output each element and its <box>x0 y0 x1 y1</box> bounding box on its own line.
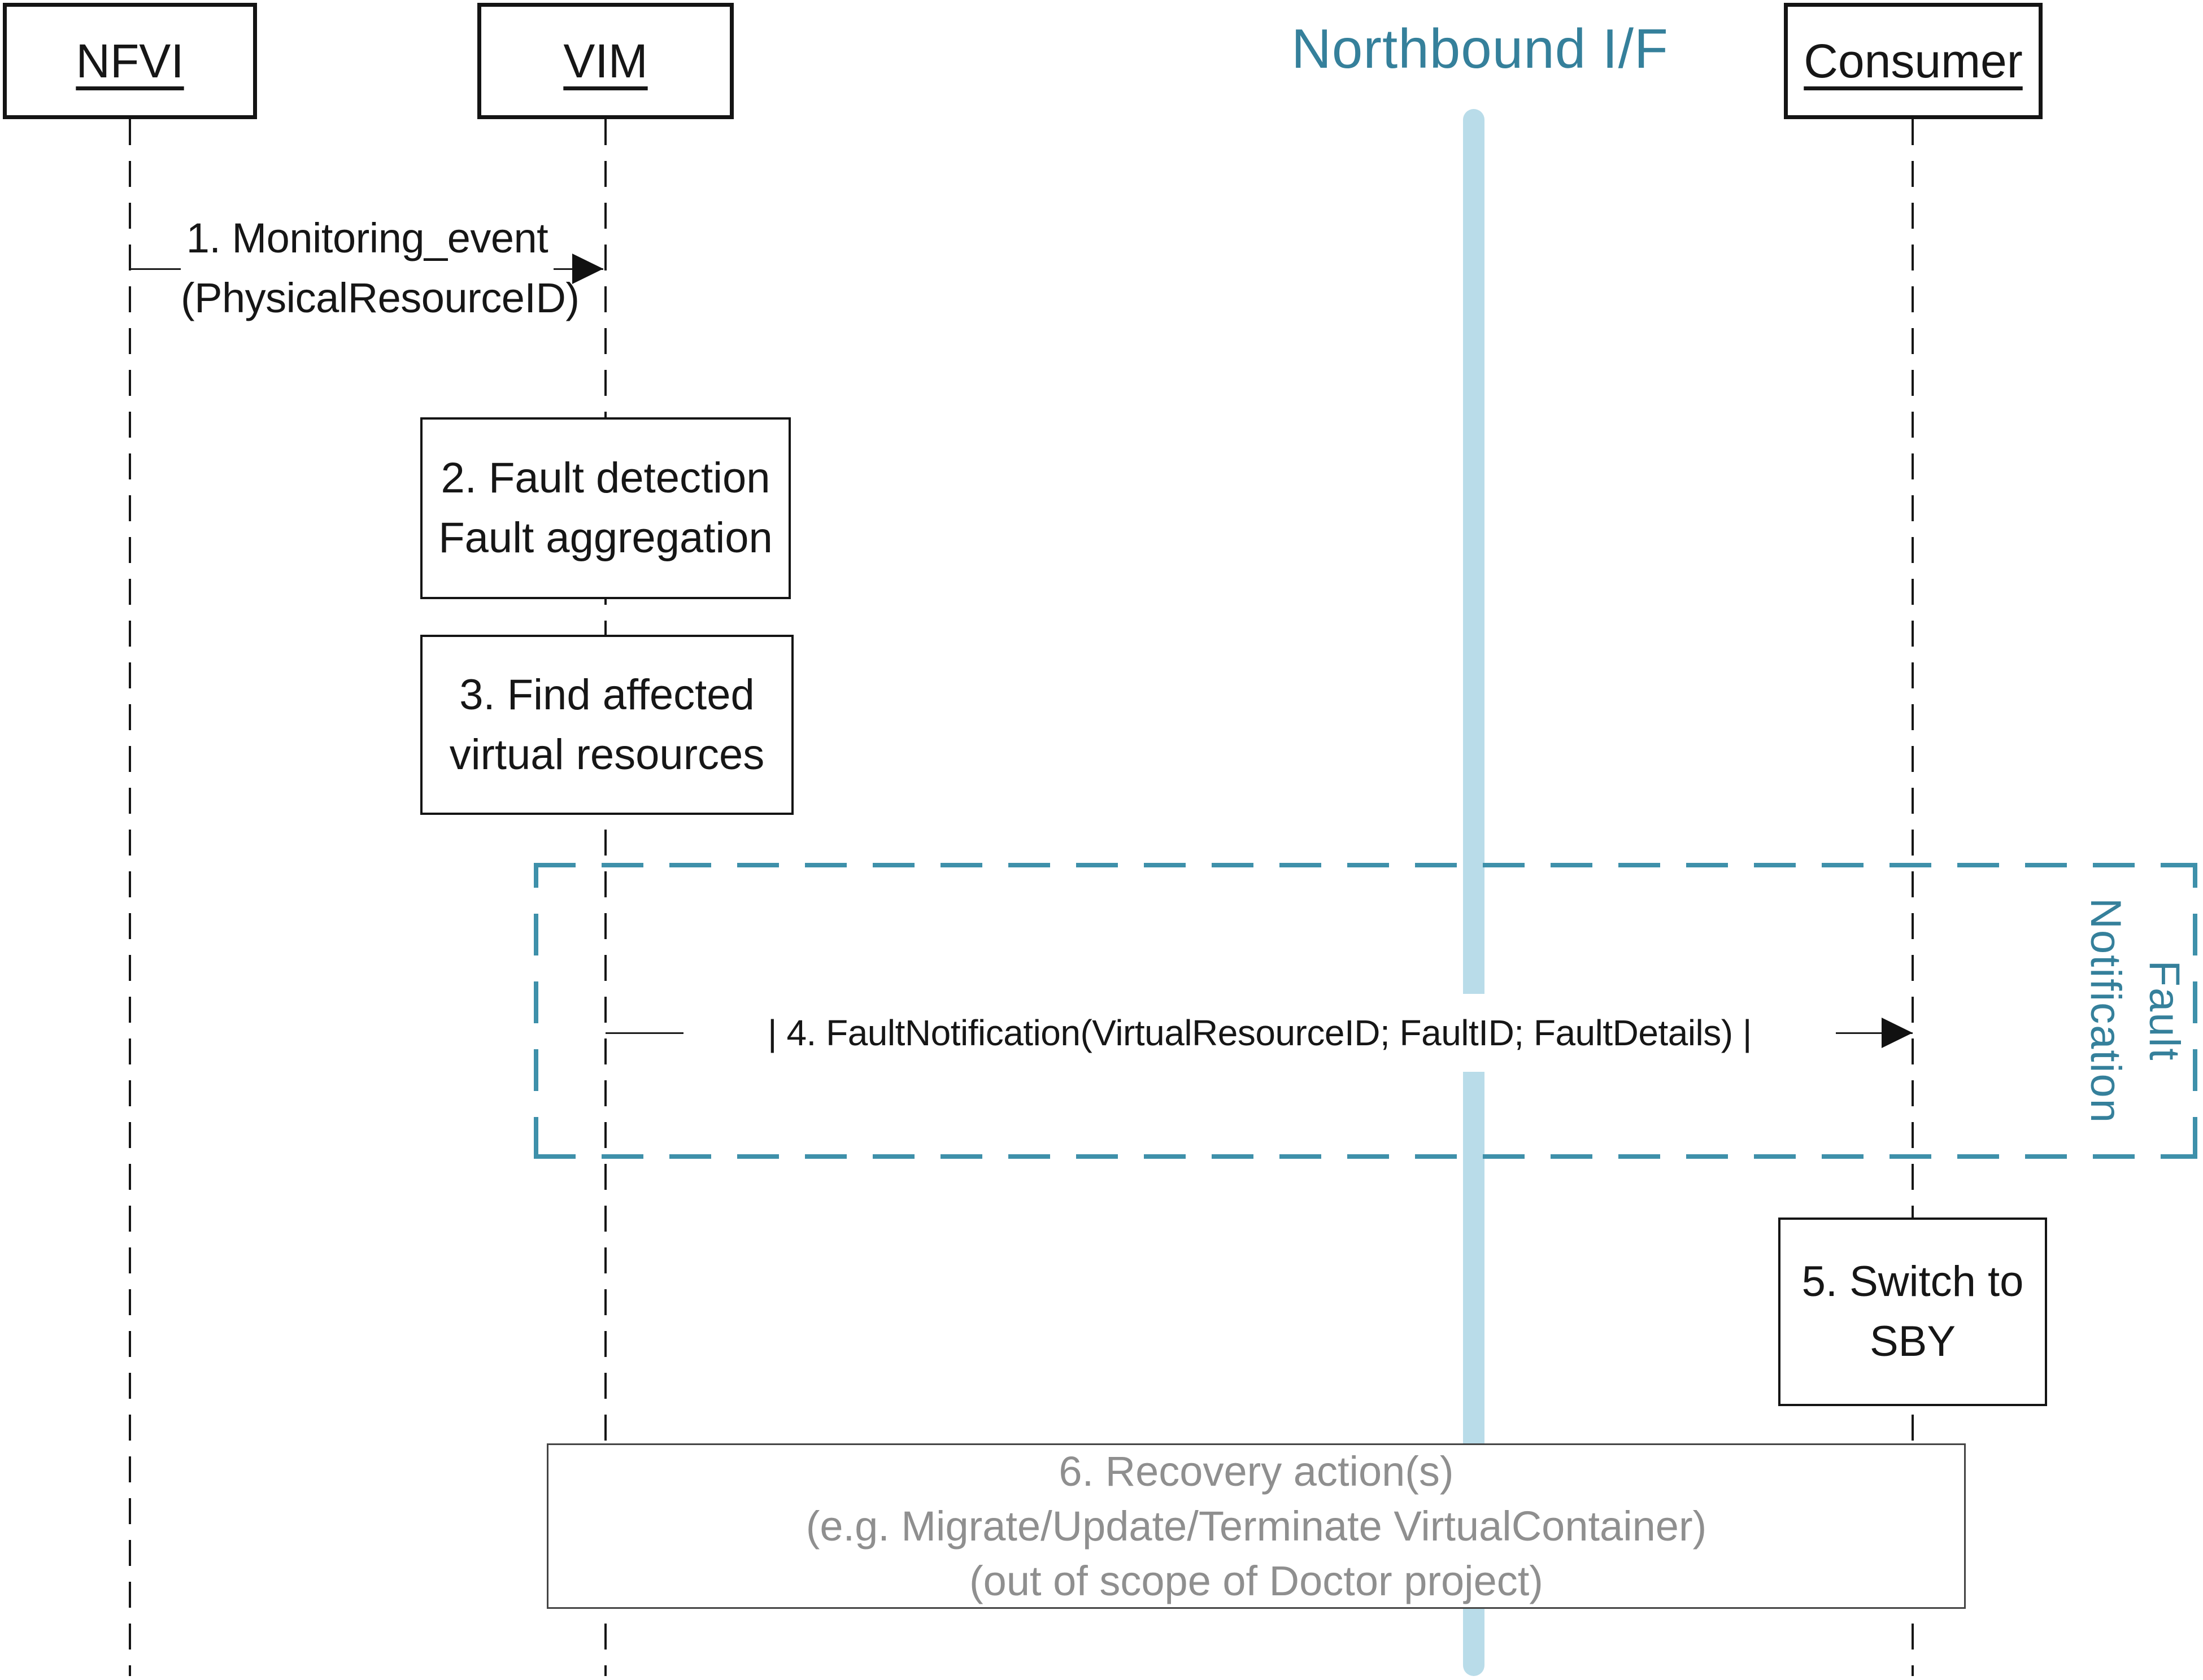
step-3-line1: 3. Find affected <box>459 670 755 719</box>
message-4-label: | 4. FaultNotification(VirtualResourceID… <box>683 994 1836 1072</box>
actor-vim-label: VIM <box>563 34 648 88</box>
step-3-line2: virtual resources <box>449 730 765 779</box>
northbound-title: Northbound I/F <box>1291 18 1669 80</box>
step-2-line1: 2. Fault detection <box>441 454 770 502</box>
actor-nfvi-label: NFVI <box>76 34 184 88</box>
nfvi-lifeline <box>129 119 131 1676</box>
step-6-line1: 6. Recovery action(s) <box>1059 1448 1454 1495</box>
frame-label: Fault Notification <box>2071 796 2193 1225</box>
consumer-lifeline <box>1912 119 1914 1676</box>
actor-nfvi: NFVI <box>3 3 257 119</box>
step-5-line1: 5. Switch to <box>1801 1258 2024 1306</box>
step-2-line2: Fault aggregation <box>438 514 773 562</box>
message-4-label-text: | 4. FaultNotification(VirtualResourceID… <box>768 1013 1752 1053</box>
step-5-line2: SBY <box>1869 1317 1956 1365</box>
frame-label-line1: Fault <box>2140 960 2188 1062</box>
message-1-arrowhead-icon <box>572 254 603 284</box>
actor-consumer-label: Consumer <box>1804 34 2023 88</box>
message-4-arrowhead-icon <box>1882 1018 1913 1048</box>
step-6-line3: (out of scope of Doctor project) <box>969 1557 1543 1604</box>
actor-vim: VIM <box>477 3 734 119</box>
step-6-line2: (e.g. Migrate/Update/Terminate VirtualCo… <box>806 1503 1707 1550</box>
step-5-box: 5. Switch to SBY <box>1778 1218 2047 1406</box>
step-6-box: 6. Recovery action(s) (e.g. Migrate/Upda… <box>547 1443 1966 1609</box>
vim-lifeline <box>604 119 607 1676</box>
step-2-box: 2. Fault detection Fault aggregation <box>420 417 791 599</box>
step-3-box: 3. Find affected virtual resources <box>420 635 794 815</box>
message-1-label: 1. Monitoring_event (PhysicalResourceID) <box>181 208 580 328</box>
message-1-label-line2: (PhysicalResourceID) <box>181 274 580 321</box>
frame-label-line2: Notification <box>2082 898 2130 1124</box>
message-1-label-line1: 1. Monitoring_event <box>186 215 548 261</box>
actor-consumer: Consumer <box>1784 3 2043 119</box>
